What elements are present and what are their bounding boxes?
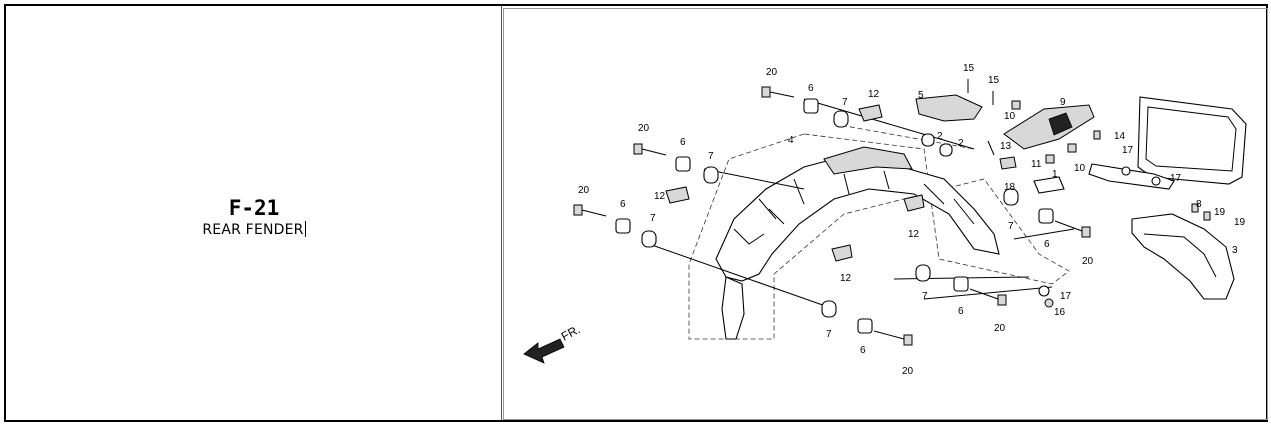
callout-10-b: 10 [1074, 163, 1086, 174]
part-1-plate [1033, 176, 1065, 194]
clip-12-b [831, 244, 853, 262]
callout-19-b: 19 [1234, 217, 1246, 228]
bolt-stack-mid [633, 143, 719, 204]
callout-2-b: 2 [958, 138, 964, 149]
bolt-stack-center [915, 264, 1007, 306]
callout-6-bottom: 6 [860, 345, 866, 356]
callout-13: 13 [1000, 141, 1012, 152]
callout-6-right: 6 [1044, 239, 1050, 250]
callout-20-low: 20 [578, 185, 590, 196]
callout-7-mid: 7 [708, 151, 714, 162]
section-title: REAR FENDER [6, 221, 502, 238]
callout-17-b: 17 [1170, 173, 1182, 184]
callout-12-center: 12 [908, 229, 920, 240]
callout-14: 14 [1114, 131, 1126, 142]
callout-6-mid: 6 [680, 137, 686, 148]
callout-7-center: 7 [922, 291, 928, 302]
callout-5: 5 [918, 90, 924, 101]
callout-12-top: 12 [868, 89, 880, 100]
part-9-bracket [1003, 104, 1095, 150]
callout-9: 9 [1060, 97, 1066, 108]
exploded-diagram: 20 6 7 12 15 15 5 10 9 4 2 2 13 14 17 11… [503, 8, 1268, 420]
callout-17-a: 17 [1122, 145, 1134, 156]
bolt-stack-top [761, 86, 883, 128]
callout-7-bottom: 7 [826, 329, 832, 340]
callout-15-b: 15 [988, 75, 1000, 86]
callout-15-a: 15 [963, 63, 975, 74]
callout-16: 16 [1054, 307, 1066, 318]
callout-1: 1 [1052, 169, 1058, 180]
callout-10-a: 10 [1004, 111, 1016, 122]
clip-12-a [903, 194, 925, 212]
front-direction-label: FR. [559, 322, 583, 343]
diagram-canvas: 20 6 7 12 15 15 5 10 9 4 2 2 13 14 17 11… [523, 63, 1247, 377]
callout-20-right: 20 [1082, 256, 1094, 267]
section-code: F-21 [228, 196, 280, 220]
callout-20-top: 20 [766, 67, 778, 78]
sheet-frame: F-21 REAR FENDER [4, 4, 1268, 422]
section-title-text: REAR FENDER [202, 222, 304, 238]
license-plate-frame [1137, 96, 1247, 185]
title-cell: F-21 REAR FENDER [6, 6, 502, 420]
callout-3: 3 [1232, 245, 1238, 256]
callout-7-low: 7 [650, 213, 656, 224]
callout-12-low: 12 [840, 273, 852, 284]
callout-19-a: 19 [1214, 207, 1226, 218]
callout-8: 8 [1196, 199, 1202, 210]
callout-7-top: 7 [842, 97, 848, 108]
callout-12-mid: 12 [654, 191, 666, 202]
part-5-cover [915, 94, 983, 122]
callout-20-bottom: 20 [902, 366, 914, 377]
bolt-stack-right [1003, 188, 1091, 238]
callout-11: 11 [1031, 159, 1042, 170]
callout-6-low: 6 [620, 199, 626, 210]
callout-7-right: 7 [1008, 221, 1014, 232]
part-3-bracket [1131, 213, 1235, 300]
bolt-stack-bottom [821, 300, 913, 346]
callout-20-center: 20 [994, 323, 1006, 334]
bolt-stack-low [573, 204, 657, 248]
callout-18: 18 [1004, 182, 1016, 193]
callout-6-top: 6 [808, 83, 814, 94]
fender-frame [715, 156, 1000, 282]
callout-2-a: 2 [937, 131, 943, 142]
callout-4: 4 [788, 135, 794, 146]
callout-6-center: 6 [958, 306, 964, 317]
callout-20-mid: 20 [638, 123, 650, 134]
front-arrow-icon [523, 338, 565, 364]
callout-17-c: 17 [1060, 291, 1072, 302]
text-cursor [304, 221, 306, 237]
